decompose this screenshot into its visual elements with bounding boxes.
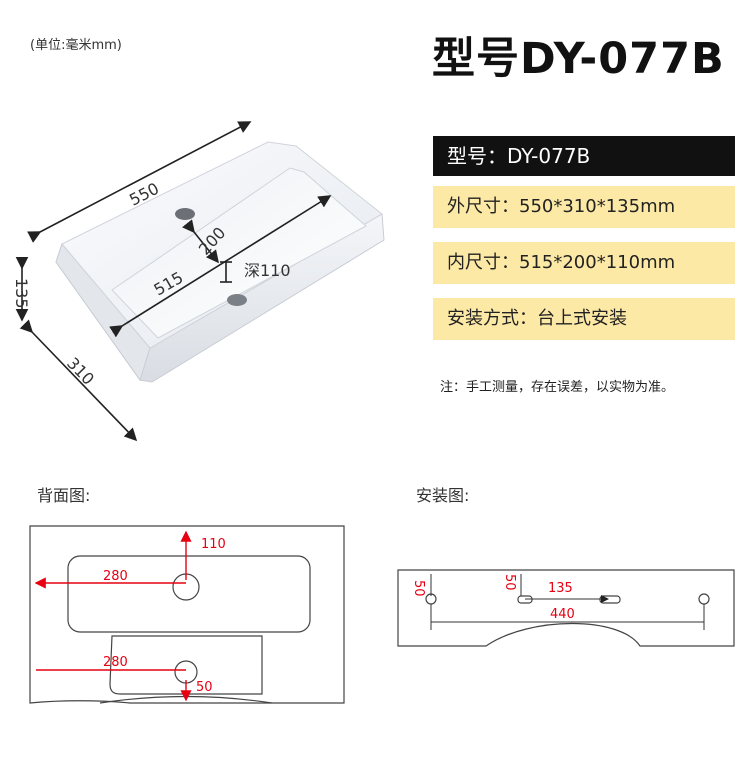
spec-model: 型号：DY-077B	[433, 136, 735, 176]
unit-note: (单位:毫米mm)	[30, 38, 122, 53]
dim-label-height: 135	[12, 278, 31, 309]
back-view-title: 背面图:	[37, 486, 91, 505]
dim-label-depth: 深110	[244, 261, 291, 280]
install-dim-left: 50	[411, 580, 426, 597]
page-title: 型号DY-077B	[432, 34, 725, 84]
back-dim-upper-left: 280	[103, 569, 128, 584]
spec-outer-size: 外尺寸：550*310*135mm	[433, 186, 735, 228]
back-view-drawing	[29, 525, 345, 704]
back-dim-top: 110	[201, 537, 226, 552]
back-view-drain-hole	[174, 660, 198, 684]
back-dim-bottom: 50	[196, 680, 213, 695]
product-dimensions	[15, 121, 332, 442]
back-view-lower-recess	[109, 635, 263, 695]
dim-line-length	[27, 121, 252, 243]
spec-inner-size: 内尺寸：515*200*110mm	[433, 242, 735, 284]
install-dim-center: 50	[502, 574, 517, 591]
back-view-outline	[29, 525, 345, 704]
install-dim-span: 440	[550, 607, 575, 622]
dim-label-width: 310	[63, 354, 98, 389]
spec-install-method: 安装方式：台上式安装	[433, 298, 735, 340]
dim-line-width	[19, 319, 138, 442]
install-view-dims	[430, 574, 705, 630]
measurement-note: 注：手工测量，存在误差，以实物为准。	[440, 380, 675, 395]
back-dim-lower-left: 280	[103, 655, 128, 670]
drain-hole	[227, 294, 247, 306]
install-hole-right	[698, 593, 710, 605]
install-dim-spacing: 135	[548, 581, 573, 596]
install-view-outline	[397, 569, 735, 647]
back-view-upper-recess	[67, 555, 311, 633]
faucet-hole	[175, 208, 195, 220]
dim-line-inner-length	[109, 195, 332, 338]
install-view-title: 安装图:	[416, 486, 470, 505]
back-view-dims	[34, 530, 192, 702]
